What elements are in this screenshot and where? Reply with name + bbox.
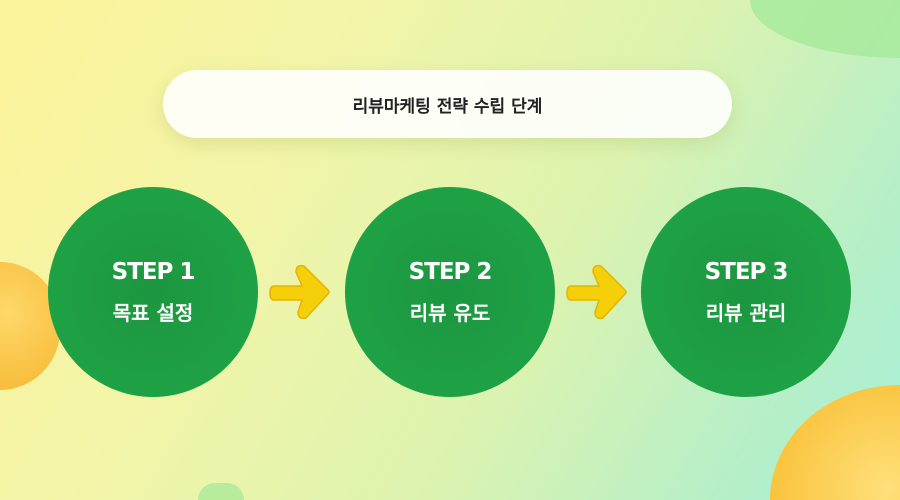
step-label: 리뷰 유도: [409, 300, 491, 325]
step-3-circle: STEP 3 리뷰 관리: [641, 187, 851, 397]
arrow-right-icon: [269, 264, 330, 320]
arrow-right-icon: [566, 264, 627, 320]
step-label: 목표 설정: [112, 300, 194, 325]
step-number: STEP 3: [704, 258, 789, 285]
step-2-circle: STEP 2 리뷰 유도: [345, 187, 555, 397]
page-title: 리뷰마케팅 전략 수립 단계: [352, 96, 543, 117]
title-banner: 리뷰마케팅 전략 수립 단계: [163, 70, 732, 138]
step-number: STEP 2: [408, 258, 493, 285]
step-1-circle: STEP 1 목표 설정: [48, 187, 258, 397]
decor-coin: [770, 385, 900, 500]
step-number: STEP 1: [111, 258, 196, 285]
decor-circle: [750, 0, 900, 58]
step-label: 리뷰 관리: [705, 300, 787, 325]
decor-circle: [198, 483, 244, 500]
